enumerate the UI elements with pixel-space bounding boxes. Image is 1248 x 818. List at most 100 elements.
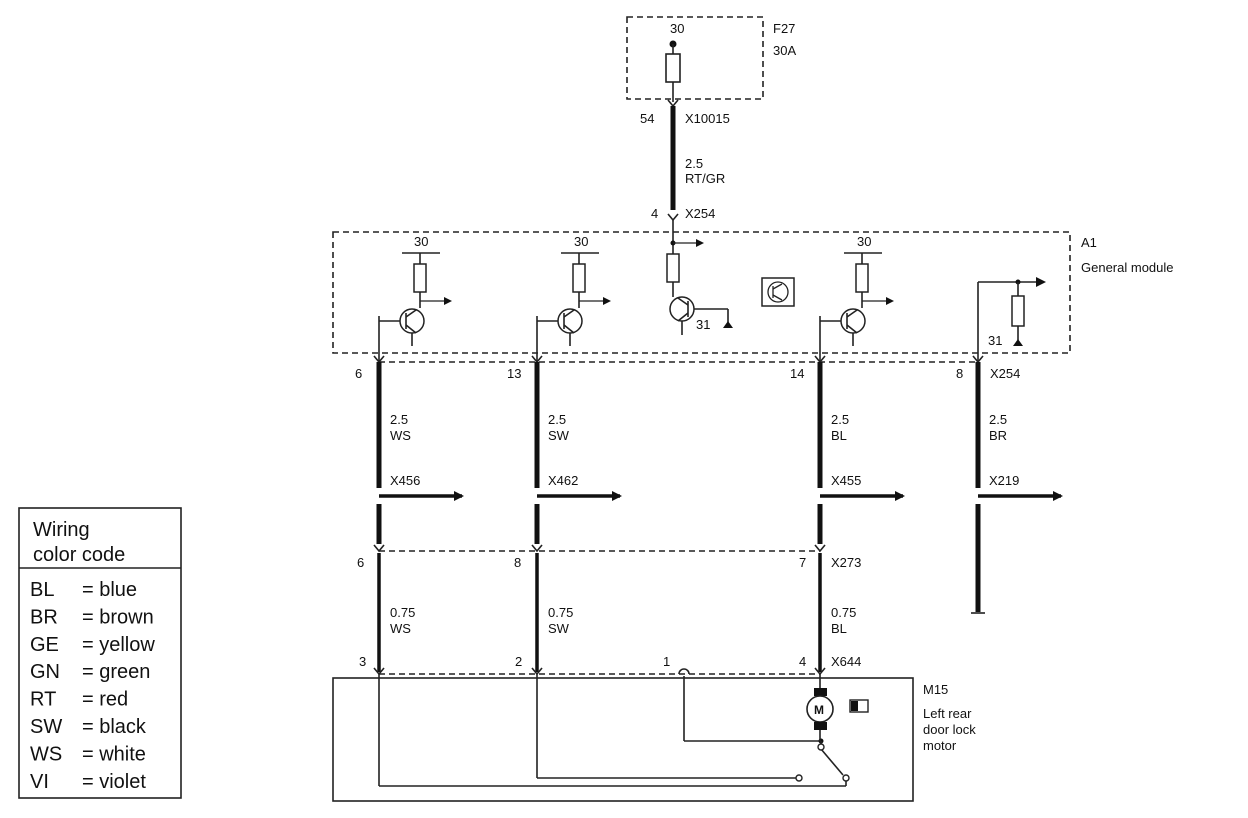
supply-label: 30 [574, 234, 588, 249]
wire-color-bottom-col3: BL [831, 621, 847, 636]
legend-meaning-vi: = violet [82, 771, 146, 793]
fuse-icon [665, 53, 681, 83]
resistor-icon [572, 263, 586, 293]
legend-code-bl: BL [30, 579, 54, 601]
motor-desc-line3: motor [923, 738, 957, 753]
wire-column-3: 2.5 BL X455 [817, 362, 905, 544]
branch-connector-label: X455 [831, 473, 861, 488]
legend-code-rt: RT [30, 689, 56, 711]
fuse-rating: 30A [773, 43, 796, 58]
motor-desc-line2: door lock [923, 722, 976, 737]
x644-pins: 3 2 1 4 X644 [359, 654, 861, 676]
x254-pin-col2: 13 [507, 366, 521, 381]
legend-code-sw: SW [30, 716, 62, 738]
wire-column-4: 2.5 BR X219 [971, 362, 1063, 614]
motor-symbol: M [814, 703, 824, 717]
wire-color-bottom-col2: SW [548, 621, 570, 636]
transistor-driver-2: 30 [536, 234, 611, 362]
resistor-icon [1011, 295, 1025, 327]
legend-code-vi: VI [30, 771, 49, 793]
x273-pin-col1: 6 [357, 555, 364, 570]
x254-pin-col4: 8 [956, 366, 963, 381]
legend-meaning-br: = brown [82, 606, 154, 628]
wire-color-bottom-col1: WS [390, 621, 411, 636]
legend-meaning-rt: = red [82, 689, 128, 711]
sensor-symbol-icon [761, 277, 795, 307]
legend-meaning-ws: = white [82, 743, 146, 765]
x273-pin-col3: 7 [799, 555, 806, 570]
x10015-label: X10015 [685, 111, 730, 126]
supply-label: 30 [857, 234, 871, 249]
legend-code-br: BR [30, 606, 58, 628]
main-wire-color: RT/GR [685, 171, 725, 186]
resistor-icon [855, 263, 869, 293]
motor-component-outline [332, 677, 914, 802]
wire-size-top: 2.5 [989, 412, 1007, 427]
legend-title-line2: color code [33, 544, 125, 566]
wire-column-2: 2.5 SW X462 [534, 362, 622, 544]
x273-pin-col2: 8 [514, 555, 521, 570]
supply-label: 30 [414, 234, 428, 249]
wire-size-bottom-col2: 0.75 [548, 605, 573, 620]
x273-pins: 6 8 7 X273 [357, 544, 861, 570]
wire-size-top: 2.5 [548, 412, 566, 427]
legend-code-ge: GE [30, 634, 59, 656]
wire-color-top: BR [989, 428, 1007, 443]
branch-connector-label: X462 [548, 473, 578, 488]
fuse-id: F27 [773, 21, 795, 36]
legend-box [18, 507, 182, 799]
resistor-icon [413, 263, 427, 293]
x273-label: X273 [831, 555, 861, 570]
motor-id: M15 [923, 682, 948, 697]
fuse-terminal-label: 30 [670, 21, 684, 36]
legend-meaning-ge: = yellow [82, 634, 155, 656]
wire-size-top: 2.5 [390, 412, 408, 427]
fuse-box-outline [626, 16, 764, 100]
x254-pin-col3: 14 [790, 366, 804, 381]
ground-label: 31 [696, 317, 710, 332]
wire-color-top: SW [548, 428, 570, 443]
module-name: General module [1081, 260, 1174, 275]
input-pullup-circuit: 31 [977, 277, 1046, 362]
legend-meaning-bl: = blue [82, 579, 137, 601]
legend-code-gn: GN [30, 661, 60, 683]
transistor-driver-3: 30 [819, 234, 894, 362]
fuse-f27: 30 F27 30A [626, 16, 796, 102]
resistor-icon [666, 253, 680, 283]
x254-top-label: X254 [685, 206, 715, 221]
x644-pin-extra: 1 [663, 654, 670, 669]
branch-connector-label: X456 [390, 473, 420, 488]
input-circuit: 31 [666, 220, 733, 335]
wire-color-top: WS [390, 428, 411, 443]
x644-pin-col1: 3 [359, 654, 366, 669]
x644-label: X644 [831, 654, 861, 669]
module-outline [332, 231, 1071, 354]
x254-bottom-label: X254 [990, 366, 1020, 381]
wire-size-top: 2.5 [831, 412, 849, 427]
x644-pin-col3: 4 [799, 654, 806, 669]
x254-pin-col1: 6 [355, 366, 362, 381]
legend-meaning-gn: = green [82, 661, 150, 683]
module-id: A1 [1081, 235, 1097, 250]
main-wire-size: 2.5 [685, 156, 703, 171]
x644-pin-col2: 2 [515, 654, 522, 669]
wire-size-bottom-col3: 0.75 [831, 605, 856, 620]
general-module-a1: A1 General module 30 30 [332, 220, 1174, 362]
motor-desc-line1: Left rear [923, 706, 972, 721]
wire-column-1: 2.5 WS X456 [376, 362, 464, 544]
actuator-icon [849, 699, 869, 713]
transistor-driver-1: 30 [378, 234, 452, 362]
legend-meaning-sw: = black [82, 716, 147, 738]
ground-label: 31 [988, 333, 1002, 348]
legend-code-ws: WS [30, 743, 62, 765]
switch-contact-icon [820, 748, 844, 776]
x254-top-pin: 4 [651, 206, 658, 221]
branch-connector-label: X219 [989, 473, 1019, 488]
door-lock-motor-m15: M15 Left rear door lock motor M [332, 674, 976, 802]
wire-color-top: BL [831, 428, 847, 443]
wire-size-bottom-col1: 0.75 [390, 605, 415, 620]
x254-pins: 6 13 14 8 X254 [355, 355, 1020, 381]
